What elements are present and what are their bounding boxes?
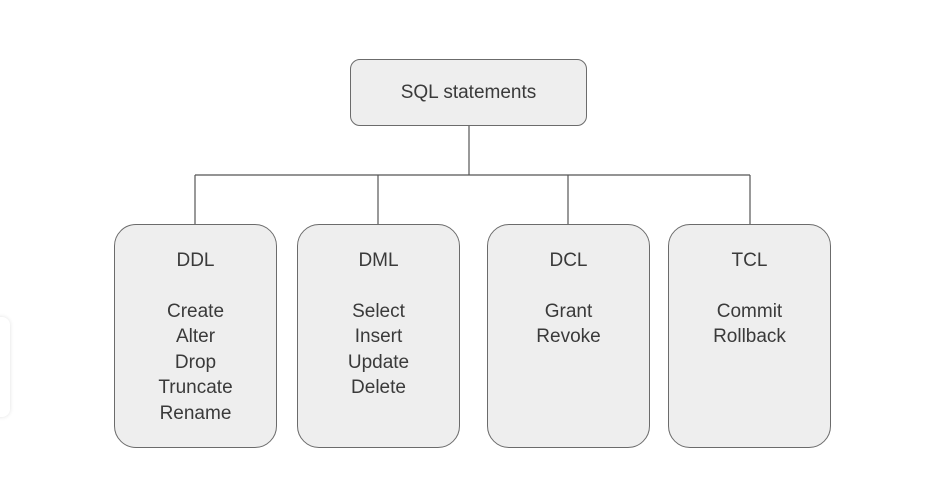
statement-item: Create	[166, 300, 225, 322]
category-node-dml: DML Select Insert Update Delete	[297, 224, 460, 448]
statement-item: Grant	[544, 300, 593, 322]
root-node-sql-statements: SQL statements	[350, 59, 587, 126]
statement-item: Commit	[716, 300, 783, 322]
category-title-ddl: DDL	[176, 250, 215, 271]
statement-item: Insert	[354, 326, 403, 347]
category-title-dml: DML	[358, 250, 399, 271]
category-title-tcl: TCL	[731, 250, 768, 271]
statement-item: Delete	[351, 377, 406, 398]
statement-item: Alter	[175, 326, 216, 347]
statement-item: Update	[347, 351, 410, 373]
category-title-dcl: DCL	[549, 250, 588, 271]
statement-item: Rename	[159, 402, 232, 424]
category-node-tcl: TCL Commit Rollback	[668, 224, 831, 448]
statement-item: Select	[352, 300, 405, 322]
category-node-dcl: DCL Grant Revoke	[487, 224, 650, 448]
statement-item: Truncate	[158, 377, 233, 398]
left-edge-panel-tab[interactable]	[0, 317, 10, 417]
category-node-ddl: DDL Create Alter Drop Truncate Rename	[114, 224, 277, 448]
root-node-label: SQL statements	[400, 81, 537, 103]
statement-item: Revoke	[536, 326, 601, 347]
statement-item: Drop	[174, 351, 217, 373]
statement-item: Rollback	[713, 326, 786, 347]
